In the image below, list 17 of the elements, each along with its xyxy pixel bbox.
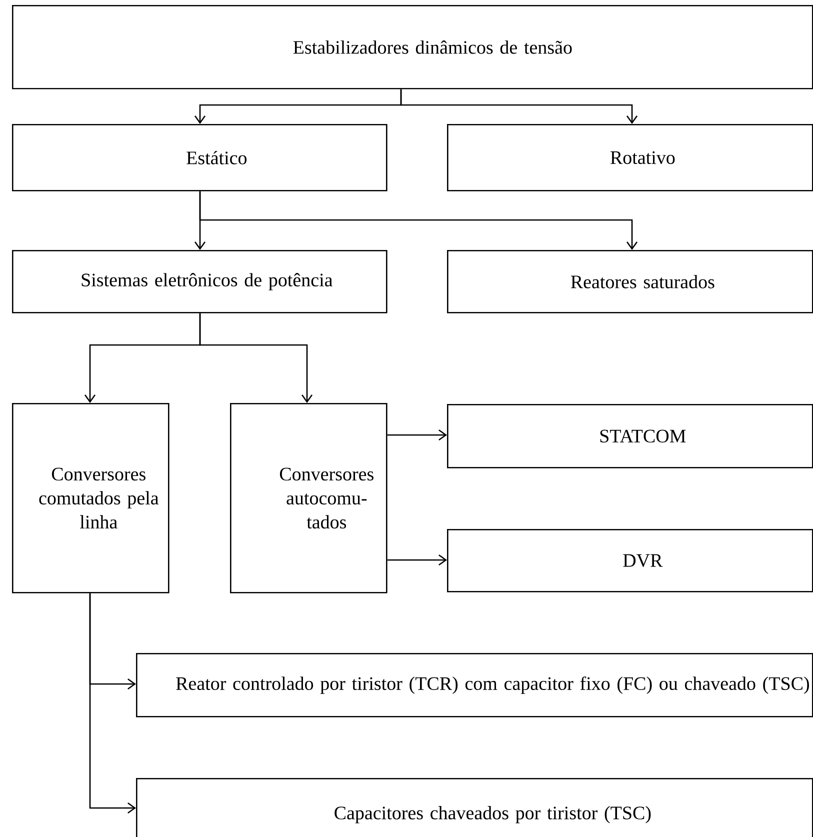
process-box: Estático [12, 124, 388, 192]
arrow [89, 593, 136, 814]
process-box: Capacitores chaveados por tiristor (TSC) [136, 778, 813, 837]
process-box: Rotativo [447, 124, 813, 192]
process-box: Reator controlado por tiristor (TCR) com capacitor fixo (FC) ou chaveado (TSC) [136, 653, 813, 718]
arrow [199, 191, 638, 250]
process-box: Sistemas eletrônicos de potência [12, 250, 388, 314]
process-box: Conversores autocomu-tados [230, 403, 388, 594]
arrow [400, 89, 638, 124]
process-box: Estabilizadores dinâmicos de tensão [12, 5, 813, 90]
process-box: Reatores saturados [447, 250, 813, 314]
arrow [387, 554, 447, 566]
process-box: DVR [447, 529, 813, 592]
process-box: Conversores comutados pela linha [12, 403, 170, 594]
arrow [387, 429, 447, 441]
arrow [199, 313, 313, 403]
process-box: STATCOM [447, 404, 813, 468]
